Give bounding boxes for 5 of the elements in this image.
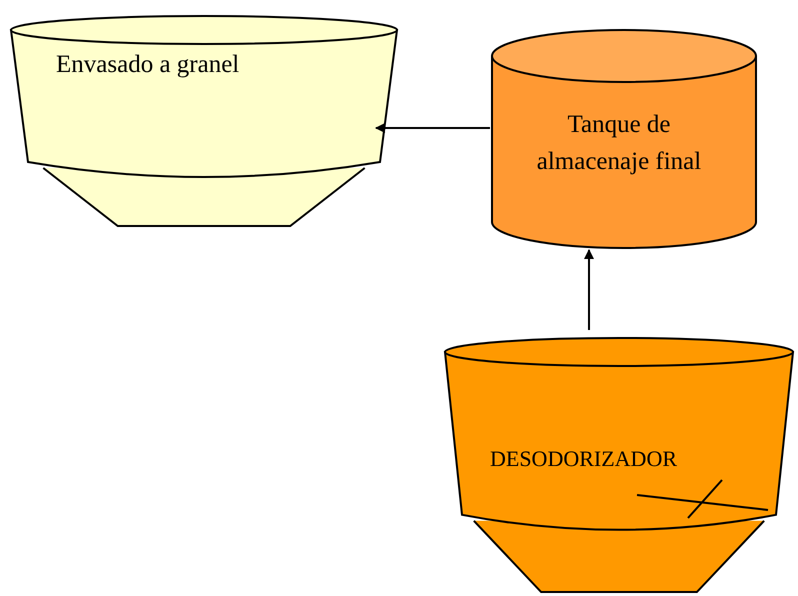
arrow: [375, 123, 490, 133]
tank-label: Tanque de almacenaje final: [536, 110, 702, 177]
arrow: [584, 249, 594, 330]
tank-label: DESODORIZADOR: [490, 445, 678, 473]
tank-label: Envasado a granel: [56, 50, 240, 80]
